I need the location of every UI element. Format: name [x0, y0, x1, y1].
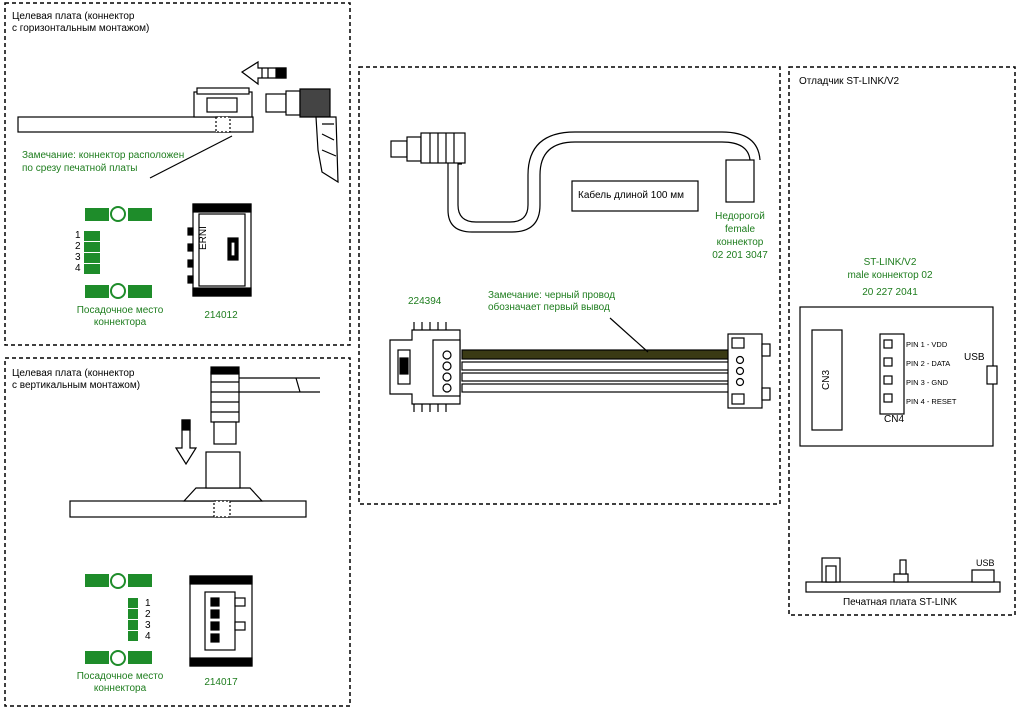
footprint-h-pin-3: 3 [75, 252, 81, 263]
footprint-h-pin-4: 4 [75, 263, 81, 274]
male-label-2: male коннектор 02 [847, 270, 933, 281]
footprint-v-pin-3: 3 [145, 620, 151, 631]
cable-top-illustration [390, 131, 761, 233]
female-label-4: 02 201 3047 [712, 250, 768, 261]
male-label-1: ST-LINK/V2 [863, 257, 917, 268]
cable-length-label: Кабель длиной 100 мм [578, 190, 684, 201]
footprint-vertical [85, 573, 152, 666]
panel-vertical-title-1: Целевая плата (коннектор [12, 368, 135, 379]
panel-stlink-frame [788, 66, 1016, 616]
stlink-pcb-label: Печатная плата ST-LINK [842, 597, 957, 608]
footprint-h-label-2: коннектора [93, 317, 147, 328]
female-label-1: Недорогой [715, 211, 765, 222]
panel-cable-frame [358, 66, 781, 505]
footprint-v-pin-4: 4 [145, 631, 151, 642]
cable-note-2: обозначает первый вывод [488, 302, 610, 313]
footprint-h-pin-2: 2 [75, 241, 81, 252]
pin-label-4: PIN 4 - RESET [906, 397, 957, 406]
panel-vertical-title-2: с вертикальным монтажом) [12, 380, 141, 391]
horizontal-board-illustration [17, 60, 339, 184]
stlink-board-illustration [799, 306, 1001, 593]
cable-bottom-illustration [389, 322, 771, 412]
vertical-board-illustration [69, 366, 320, 518]
part-214012: 214012 [204, 310, 238, 321]
panel-horizontal-title-1: Целевая плата (коннектор [12, 11, 135, 22]
panel-stlink-title: Отладчик ST-LINK/V2 [799, 76, 900, 87]
horizontal-note-1: Замечание: коннектор расположен [22, 150, 185, 161]
female-label-3: коннектор [716, 237, 764, 248]
footprint-h-label-1: Посадочное место [76, 305, 164, 316]
female-label-2: female [724, 224, 755, 235]
footprint-horizontal [84, 206, 152, 299]
erni-marking: ERNI [198, 226, 209, 250]
cn4-label: CN4 [884, 414, 905, 425]
footprint-v-pin-1: 1 [145, 598, 151, 609]
pin-label-2: PIN 2 - DATA [906, 359, 951, 368]
footprint-v-label-1: Посадочное место [76, 671, 164, 682]
pin-label-3: PIN 3 - GND [906, 378, 949, 387]
usb-label-side: USB [976, 558, 995, 568]
footprint-h-pin-1: 1 [75, 230, 81, 241]
footprint-v-pin-2: 2 [145, 609, 151, 620]
horizontal-note-2: по срезу печатной платы [22, 163, 138, 174]
male-label-3: 20 227 2041 [862, 287, 918, 298]
footprint-v-label-2: коннектора [93, 683, 147, 694]
panel-horizontal-title-2: с горизонтальным монтажом) [12, 23, 150, 34]
part-214017: 214017 [204, 677, 238, 688]
cable-note-1: Замечание: черный провод [488, 290, 616, 301]
connector-214012-illustration [187, 203, 252, 297]
part-224394: 224394 [408, 296, 442, 307]
pin-label-1: PIN 1 - VDD [906, 340, 948, 349]
cable-label-box [571, 180, 699, 212]
note-leader-line-horizontal [149, 135, 233, 179]
connector-214017-illustration [189, 575, 253, 667]
usb-label-top: USB [964, 352, 985, 363]
panel-vertical-frame [4, 357, 351, 707]
cn3-label: CN3 [821, 369, 832, 390]
note-leader-line-cable [609, 317, 649, 353]
